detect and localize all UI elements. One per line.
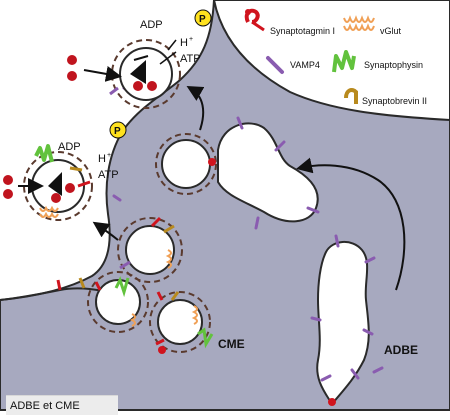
- cme-label: CME: [218, 337, 245, 351]
- bulk-endosome-upper: [217, 122, 319, 223]
- phosphate-icon-top: [194, 9, 212, 27]
- left-vesicle-contents: [3, 144, 91, 218]
- top-vesicle-contents: [67, 39, 177, 96]
- left-vesicle-coat: [23, 151, 93, 221]
- h-plus-top: +: [189, 36, 193, 43]
- adp-label-left: ADP: [58, 141, 81, 153]
- phosphate-label-left: P: [114, 126, 121, 137]
- h-label-top: H: [180, 37, 188, 49]
- h-plus-left: +: [107, 152, 111, 159]
- adp-label-top: ADP: [140, 19, 163, 31]
- cme-pit-right-coat: [149, 291, 211, 353]
- top-vesicle-coat: [111, 39, 181, 109]
- arrow-middle-to-left: [92, 221, 119, 241]
- phosphate-label-top: P: [199, 14, 206, 25]
- synaptophysin-legend-label: Synaptophysin: [364, 60, 423, 70]
- phosphate-icon-left: [109, 121, 127, 139]
- synaptophysin-legend-icon: [332, 50, 356, 73]
- adbe-recycle-arrow: [296, 157, 406, 291]
- budding-vesicle-coat: [155, 133, 217, 195]
- synaptotagmin-at-membrane: [328, 398, 336, 406]
- budding-vesicle: [161, 139, 211, 189]
- legend: Synaptotagmin I vGlut VAMP4 Synaptophysi…: [244, 8, 427, 106]
- figure-caption: ADBE et CME: [6, 395, 118, 415]
- bulk-endosome-lower: [316, 241, 370, 406]
- atp-label-left: ATP: [98, 169, 119, 181]
- middle-vesicle: [125, 225, 175, 275]
- cme-pit-left: [95, 279, 141, 325]
- middle-vesicle-proteins: [119, 216, 175, 270]
- h-label-left: H: [98, 153, 106, 165]
- synaptotagmin-budding: [208, 158, 216, 166]
- middle-vesicle-coat: [117, 217, 183, 283]
- synaptotagmin-legend-label: Synaptotagmin I: [270, 26, 335, 36]
- arrow-budding-to-top: [186, 86, 205, 131]
- cme-pit-left-coat: [87, 271, 149, 333]
- vamp4-legend-icon: [266, 56, 284, 74]
- vamp4-legend-label: VAMP4: [290, 60, 320, 70]
- cme-pit-right: [157, 299, 203, 345]
- synaptobrevin-legend-label: Synaptobrevin II: [362, 96, 427, 106]
- atp-label-top: ATP: [180, 53, 201, 65]
- vglut-legend-label: vGlut: [380, 26, 402, 36]
- synaptobrevin-legend-icon: [344, 88, 358, 104]
- cme-pit-proteins: [56, 276, 214, 354]
- synaptotagmin-legend-icon: [244, 8, 265, 32]
- legend-background: [212, 0, 450, 122]
- vglut-legend-icon: [343, 15, 375, 31]
- adbe-label: ADBE: [384, 343, 418, 357]
